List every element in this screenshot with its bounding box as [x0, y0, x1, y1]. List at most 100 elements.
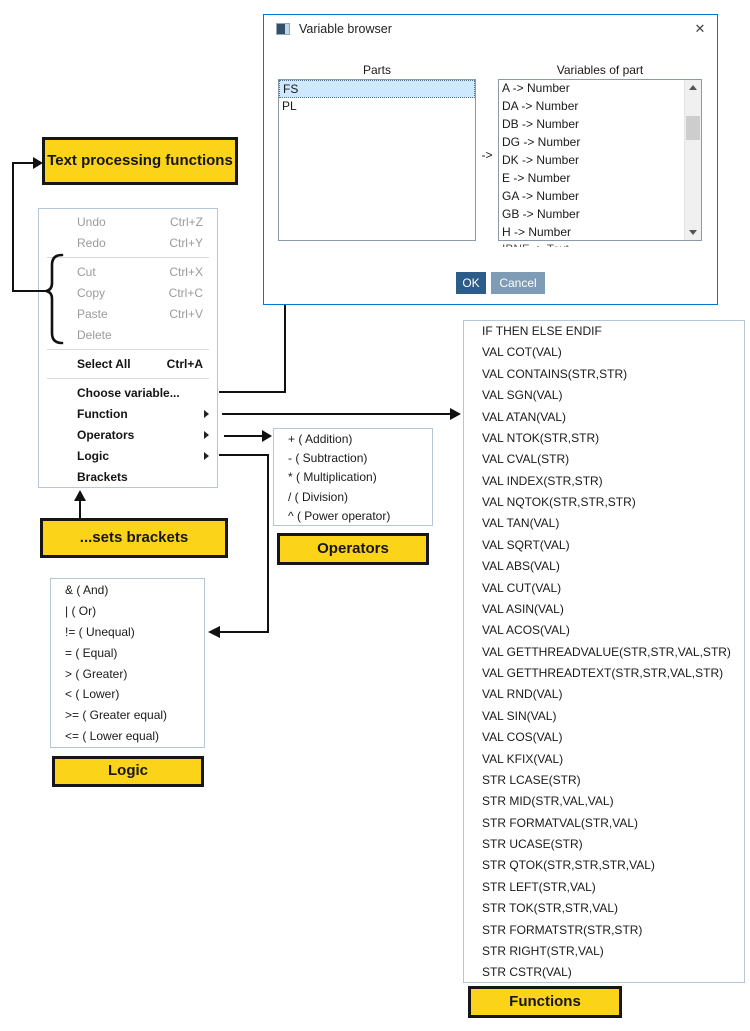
logic-item[interactable]: & ( And) — [65, 583, 109, 597]
operator-item[interactable]: ^ ( Power operator) — [288, 508, 391, 523]
function-item[interactable]: VAL COT(VAL) — [482, 345, 562, 360]
menu-item-label: Operators — [77, 427, 135, 442]
function-item[interactable]: VAL INDEX(STR,STR) — [482, 473, 603, 488]
function-item[interactable]: STR QTOK(STR,STR,STR,VAL) — [482, 858, 655, 873]
function-item[interactable]: VAL SGN(VAL) — [482, 388, 563, 403]
menu-item[interactable]: Brackets — [39, 466, 217, 487]
function-item[interactable]: STR UCASE(STR) — [482, 837, 583, 851]
scroll-down-icon[interactable] — [685, 225, 701, 240]
logic-label: Logic — [52, 756, 204, 787]
logic-item[interactable]: <= ( Lower equal) — [65, 729, 160, 744]
variable-browser-dialog: Variable browser ✕ Parts Variables of pa… — [263, 14, 718, 305]
variable-item[interactable]: H -> Number — [502, 225, 572, 239]
variable-item[interactable]: DG -> Number — [502, 135, 581, 149]
function-item[interactable]: IF THEN ELSE ENDIF — [482, 324, 602, 338]
submenu-caret-icon — [204, 451, 209, 460]
dialog-titlebar[interactable]: Variable browser ✕ — [264, 15, 717, 43]
window-icon — [276, 23, 290, 35]
sets-brackets-label: ...sets brackets — [40, 518, 228, 558]
function-item[interactable]: VAL SQRT(VAL) — [482, 537, 570, 552]
function-item[interactable]: STR MID(STR,VAL,VAL) — [482, 794, 614, 809]
operator-item[interactable]: + ( Addition) — [288, 432, 353, 446]
operator-item[interactable]: / ( Division) — [288, 489, 349, 504]
function-item[interactable]: STR LCASE(STR) — [482, 772, 581, 787]
menu-item[interactable]: Function — [39, 403, 217, 424]
logic-submenu: & ( And) | ( Or) != ( Unequal) = ( Equal… — [50, 578, 205, 748]
logic-item[interactable]: = ( Equal) — [65, 645, 118, 660]
menu-item-label: Brackets — [77, 469, 128, 484]
menu-item-label: Select All — [77, 356, 131, 371]
variable-item[interactable]: DA -> Number — [502, 99, 579, 113]
submenu-caret-icon — [204, 430, 209, 439]
variables-items: A -> Number DA -> Number DB -> Number DG… — [499, 80, 685, 240]
function-item[interactable]: VAL CONTAINS(STR,STR) — [482, 366, 628, 381]
menu-item: Cut Ctrl+X — [39, 261, 217, 282]
variable-item[interactable]: GA -> Number — [502, 189, 580, 203]
functions-submenu: IF THEN ELSE ENDIF VAL COT(VAL) VAL CONT… — [463, 320, 745, 983]
menu-item[interactable]: Choose variable... — [39, 382, 217, 403]
menu-item-label: Copy — [77, 285, 106, 300]
logic-item[interactable]: != ( Unequal) — [65, 624, 135, 639]
close-icon[interactable]: ✕ — [694, 21, 706, 36]
variables-listbox[interactable]: A -> Number DA -> Number DB -> Number DG… — [498, 79, 702, 241]
menu-item: Redo Ctrl+Y — [39, 232, 217, 253]
ok-button[interactable]: OK — [456, 272, 486, 294]
menu-item-shortcut: Ctrl+Y — [169, 235, 203, 250]
part-item[interactable]: PL — [282, 99, 297, 113]
operator-item[interactable]: - ( Subtraction) — [288, 451, 368, 466]
menu-item-label: Choose variable... — [77, 385, 180, 400]
function-item[interactable]: VAL TAN(VAL) — [482, 516, 560, 531]
function-item[interactable]: VAL GETTHREADTEXT(STR,STR,VAL,STR) — [482, 666, 724, 680]
function-item[interactable]: VAL NQTOK(STR,STR,STR) — [482, 495, 636, 509]
function-item[interactable]: VAL SIN(VAL) — [482, 708, 557, 723]
function-item[interactable]: STR RIGHT(STR,VAL) — [482, 943, 604, 958]
operators-label: Operators — [277, 533, 429, 565]
cancel-button[interactable]: Cancel — [491, 272, 545, 294]
variable-item[interactable]: DB -> Number — [502, 117, 580, 131]
function-item[interactable]: VAL GETTHREADVALUE(STR,STR,VAL,STR) — [482, 644, 731, 659]
transfer-arrow: -> — [481, 148, 493, 162]
function-item[interactable]: VAL ABS(VAL) — [482, 559, 560, 574]
function-item[interactable]: STR FORMATVAL(STR,VAL) — [482, 815, 639, 830]
menu-item-shortcut: Ctrl+C — [168, 285, 203, 300]
parts-column-label: Parts — [362, 63, 391, 77]
menu-item-shortcut: Ctrl+Z — [170, 214, 203, 229]
function-item[interactable]: VAL CUT(VAL) — [482, 580, 562, 595]
variable-item[interactable]: A -> Number — [502, 81, 570, 95]
function-item[interactable]: VAL ATAN(VAL) — [482, 409, 567, 424]
function-item[interactable]: VAL ACOS(VAL) — [482, 623, 570, 638]
function-item[interactable]: STR FORMATSTR(STR,STR) — [482, 922, 643, 937]
menu-item[interactable]: Select All Ctrl+A — [39, 353, 217, 374]
operators-submenu: + ( Addition) - ( Subtraction) * ( Multi… — [273, 428, 433, 526]
function-item[interactable]: STR LEFT(STR,VAL) — [482, 879, 596, 894]
function-item[interactable]: VAL KFIX(VAL) — [482, 751, 564, 766]
scrollbar[interactable] — [684, 80, 701, 240]
scroll-up-icon[interactable] — [685, 80, 701, 95]
logic-item[interactable]: | ( Or) — [65, 603, 97, 618]
menu-item-label: Cut — [77, 264, 96, 279]
scrollbar-thumb[interactable] — [686, 116, 700, 140]
parts-listbox[interactable]: FS PL — [278, 79, 476, 241]
menu-item: Copy Ctrl+C — [39, 282, 217, 303]
menu-item-shortcut: Ctrl+X — [169, 264, 203, 279]
logic-item[interactable]: < ( Lower) — [65, 687, 120, 702]
function-item[interactable]: VAL CVAL(STR) — [482, 452, 570, 467]
logic-item[interactable]: >= ( Greater equal) — [65, 708, 168, 723]
function-item[interactable]: VAL COS(VAL) — [482, 730, 563, 745]
function-item[interactable]: VAL ASIN(VAL) — [482, 601, 564, 616]
logic-item[interactable]: > ( Greater) — [65, 666, 128, 681]
menu-item[interactable]: Logic — [39, 445, 217, 466]
part-item[interactable]: FS — [279, 80, 475, 98]
function-item[interactable]: STR CSTR(VAL) — [482, 965, 572, 980]
operator-item[interactable]: * ( Multiplication) — [288, 470, 377, 485]
text-processing-label: Text processing functions — [42, 137, 238, 185]
variable-item[interactable]: DK -> Number — [502, 153, 580, 167]
function-item[interactable]: VAL RND(VAL) — [482, 687, 563, 702]
function-item[interactable]: VAL NTOK(STR,STR) — [482, 430, 600, 445]
variable-item[interactable]: E -> Number — [502, 171, 571, 185]
menu-separator — [39, 253, 217, 261]
menu-item[interactable]: Operators — [39, 424, 217, 445]
function-item[interactable]: STR TOK(STR,STR,VAL) — [482, 901, 619, 916]
variable-item[interactable]: GB -> Number — [502, 207, 580, 221]
